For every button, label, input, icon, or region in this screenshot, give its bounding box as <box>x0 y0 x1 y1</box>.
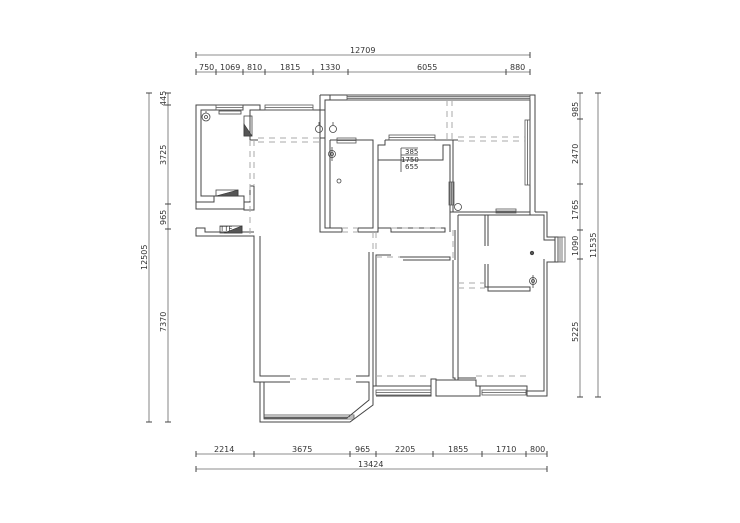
fixtures: TTF <box>201 110 537 288</box>
left-dimension-2: 3725 <box>159 145 168 165</box>
room-note-line-3: 655 <box>405 163 418 171</box>
right-dimension-chain: 985 2470 1765 1090 5225 11535 <box>571 92 601 398</box>
top-dimension-4: 1815 <box>280 63 300 72</box>
bottom-dimension-5: 1855 <box>448 445 468 454</box>
left-dimension-4: 7370 <box>159 312 168 332</box>
right-dimension-2: 2470 <box>571 144 580 164</box>
top-dimension-chain: 12709 750 1069 810 1815 1330 6055 880 <box>195 46 531 75</box>
room-note: 385 1750 655 <box>400 147 419 172</box>
windows <box>215 94 566 420</box>
water-heater-icon <box>243 115 253 137</box>
left-dimension-3: 965 <box>159 210 168 225</box>
bottom-dimension-1: 2214 <box>214 445 234 454</box>
valve-icon-bath <box>529 275 537 288</box>
openings <box>249 100 527 380</box>
left-dimension-chain: 12505 445 3725 965 7370 <box>140 91 171 423</box>
right-dimension-4: 1090 <box>571 236 580 256</box>
right-dimension-1: 985 <box>571 102 580 117</box>
left-dimension-1: 445 <box>159 91 168 106</box>
gas-meter-icon-3 <box>454 203 462 211</box>
shaft-icon-upper <box>215 189 239 197</box>
right-dimension-3: 1765 <box>571 200 580 220</box>
top-total-dimension: 12709 <box>350 46 375 55</box>
bottom-dimension-6: 1710 <box>496 445 516 454</box>
top-dimension-1: 750 <box>199 63 214 72</box>
gas-meter-icon-2 <box>329 122 337 133</box>
top-dimension-5: 1330 <box>320 63 340 72</box>
bottom-total-dimension: 13424 <box>358 460 383 469</box>
valve-icon <box>328 147 336 161</box>
room-note-line-1: 385 <box>405 148 418 156</box>
left-total-dimension: 12505 <box>140 245 149 270</box>
top-dimension-6: 6055 <box>417 63 437 72</box>
floor-drain-icon-kitchen <box>336 178 342 184</box>
bottom-dimension-7: 800 <box>530 445 545 454</box>
room-note-line-2: 1750 <box>401 156 419 164</box>
gas-meter-icon <box>315 122 323 133</box>
shaft-icon-lower: TTF <box>219 225 243 234</box>
bottom-dimension-4: 2205 <box>395 445 415 454</box>
right-dimension-5: 5225 <box>571 322 580 342</box>
radiator-icon <box>218 110 242 115</box>
floor-drain-icon <box>201 111 211 122</box>
top-dimension-3: 810 <box>247 63 262 72</box>
right-total-dimension: 11535 <box>589 233 598 258</box>
top-dimension-2: 1069 <box>220 63 240 72</box>
bottom-dimension-2: 3675 <box>292 445 312 454</box>
bottom-dimension-3: 965 <box>355 445 370 454</box>
floor-drain-icon-bath <box>529 250 535 256</box>
top-dimension-7: 880 <box>510 63 525 72</box>
svg-text:TTF: TTF <box>219 225 232 233</box>
bottom-dimension-chain: 2214 3675 965 2205 1855 1710 800 13424 <box>195 445 548 472</box>
